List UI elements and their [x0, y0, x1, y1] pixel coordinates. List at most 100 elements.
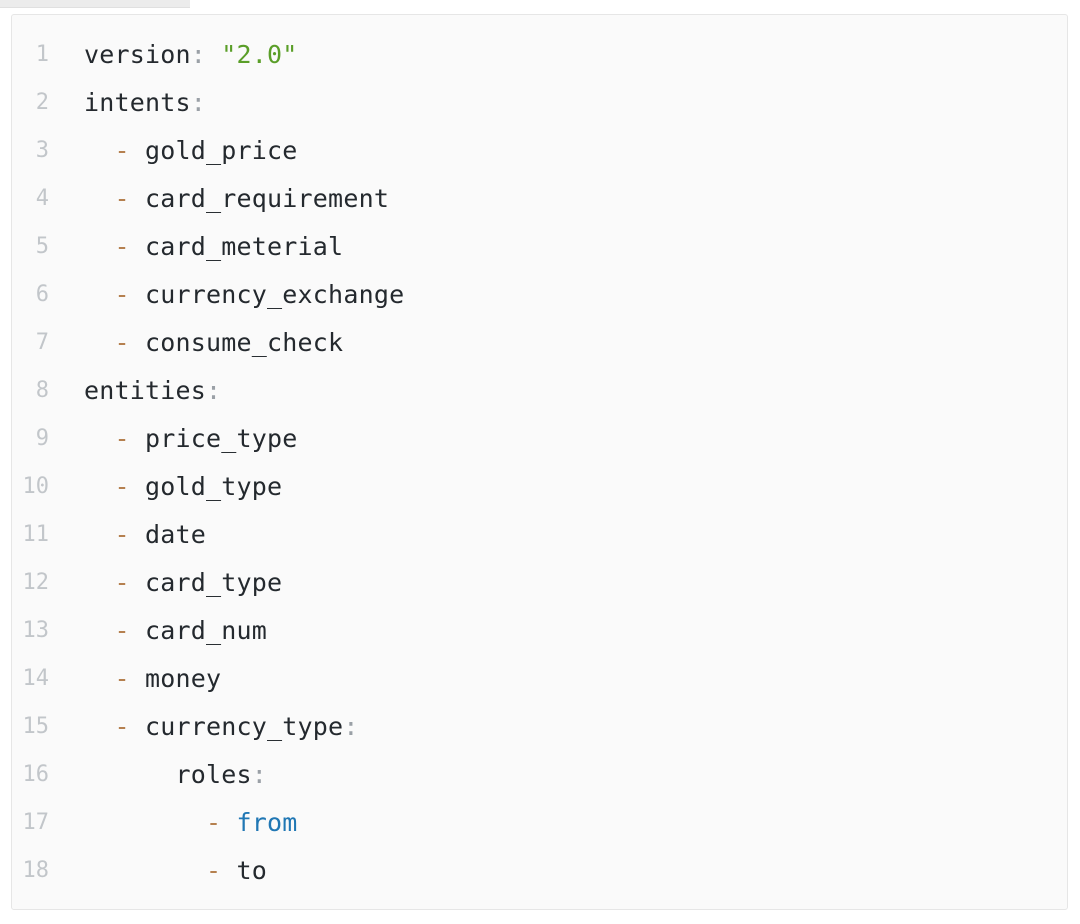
code-token	[84, 856, 206, 885]
code-line-content: roles:	[84, 751, 267, 799]
code-token	[130, 328, 145, 357]
code-token: intents	[84, 88, 191, 117]
code-line-content: - card_type	[84, 559, 283, 607]
code-token: currency_exchange	[145, 280, 405, 309]
code-token: gold_type	[145, 472, 283, 501]
code-token: "2.0"	[221, 40, 298, 69]
line-number: 5	[35, 234, 49, 259]
code-token: -	[206, 856, 222, 885]
code-line[interactable]: 8 entities:	[12, 367, 1067, 415]
code-token: roles	[175, 760, 252, 789]
line-number: 9	[35, 426, 49, 451]
code-line[interactable]: 3 - gold_price	[12, 127, 1067, 175]
code-line-content: - money	[84, 655, 222, 703]
code-line-content: - currency_exchange	[84, 271, 405, 319]
code-line-content: - gold_price	[84, 127, 298, 175]
code-token: -	[206, 808, 222, 837]
code-token: :	[206, 376, 222, 405]
code-token: entities	[84, 376, 207, 405]
code-token	[84, 808, 206, 837]
code-token: :	[190, 88, 207, 117]
code-token	[221, 856, 236, 885]
code-token: gold_price	[145, 136, 298, 165]
code-token	[130, 136, 145, 165]
line-number: 7	[35, 330, 49, 355]
code-token: date	[145, 520, 207, 549]
line-number: 10	[22, 474, 50, 499]
top-bar-remnant-edge	[0, 7, 190, 8]
code-token	[84, 664, 115, 693]
top-bar-remnant	[0, 0, 190, 7]
code-line-content: - date	[84, 511, 206, 559]
code-token: consume_check	[145, 328, 344, 357]
code-line-content: - gold_type	[84, 463, 283, 511]
code-line-content: - card_requirement	[84, 175, 389, 223]
code-line[interactable]: 10 - gold_type	[12, 463, 1067, 511]
code-token: card_num	[145, 616, 268, 645]
code-line-content: - to	[84, 847, 267, 895]
code-line[interactable]: 12 - card_type	[12, 559, 1067, 607]
line-number: 17	[22, 810, 50, 835]
code-token	[84, 136, 115, 165]
code-token: card_requirement	[145, 184, 390, 213]
code-line-content: version: "2.0"	[84, 31, 298, 79]
code-token: -	[114, 616, 130, 645]
line-number: 15	[22, 714, 50, 739]
code-token	[130, 616, 145, 645]
code-line[interactable]: 17 - from	[12, 799, 1067, 847]
code-line[interactable]: 16 roles:	[12, 751, 1067, 799]
code-token: -	[114, 472, 130, 501]
code-token: money	[145, 664, 222, 693]
code-line[interactable]: 4 - card_requirement	[12, 175, 1067, 223]
code-token	[84, 472, 115, 501]
code-token: currency_type	[145, 712, 344, 741]
code-token	[130, 520, 145, 549]
line-number: 18	[22, 858, 50, 883]
line-number: 13	[22, 618, 50, 643]
code-line[interactable]: 5 - card_meterial	[12, 223, 1067, 271]
code-token: card_type	[145, 568, 283, 597]
code-token	[84, 328, 115, 357]
code-token	[84, 760, 176, 789]
code-token	[130, 664, 145, 693]
code-token: -	[114, 136, 130, 165]
code-line[interactable]: 1 version: "2.0"	[12, 31, 1067, 79]
code-line[interactable]: 11 - date	[12, 511, 1067, 559]
code-line-content: - consume_check	[84, 319, 344, 367]
code-line-content: - currency_type:	[84, 703, 359, 751]
code-token: :	[251, 760, 268, 789]
code-token: -	[114, 232, 130, 261]
code-line[interactable]: 9 - price_type	[12, 415, 1067, 463]
code-line[interactable]: 14 - money	[12, 655, 1067, 703]
code-line[interactable]: 13 - card_num	[12, 607, 1067, 655]
code-line-content: intents:	[84, 79, 206, 127]
code-token	[84, 184, 115, 213]
code-line-content: - card_meterial	[84, 223, 344, 271]
code-token	[130, 424, 145, 453]
code-line-content: - price_type	[84, 415, 298, 463]
line-number: 4	[35, 186, 49, 211]
code-token	[84, 568, 115, 597]
code-token: -	[114, 184, 130, 213]
code-token: :	[190, 40, 207, 69]
line-number: 16	[22, 762, 50, 787]
line-number: 1	[35, 42, 49, 67]
code-line[interactable]: 15 - currency_type:	[12, 703, 1067, 751]
code-token: -	[114, 280, 130, 309]
code-token: to	[236, 856, 268, 885]
code-line-content: - card_num	[84, 607, 267, 655]
code-token: -	[114, 712, 130, 741]
line-number: 8	[35, 378, 49, 403]
code-line[interactable]: 18 - to	[12, 847, 1067, 895]
code-line-content: - from	[84, 799, 298, 847]
code-line[interactable]: 7 - consume_check	[12, 319, 1067, 367]
code-token: :	[343, 712, 359, 741]
code-token	[130, 472, 145, 501]
code-token	[130, 184, 145, 213]
code-line-content: entities:	[84, 367, 221, 415]
code-token: -	[114, 664, 130, 693]
code-line[interactable]: 6 - currency_exchange	[12, 271, 1067, 319]
